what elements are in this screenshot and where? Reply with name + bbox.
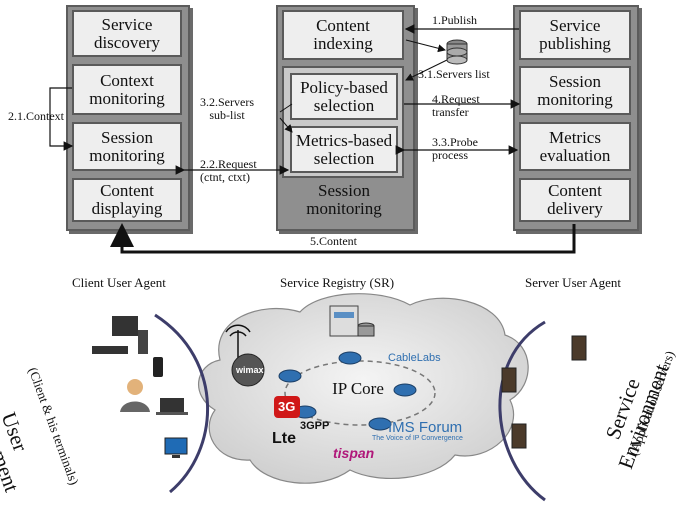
arrow-context [49, 87, 74, 151]
registry-server-icon [329, 305, 375, 337]
content-delivery-box: Content delivery [519, 178, 631, 222]
metrics-evaluation-box: Metrics evaluation [519, 122, 631, 171]
label-context: 2.1.Context [8, 109, 64, 123]
service-publishing-box: Service publishing [519, 10, 631, 60]
desktop-computer-icon [92, 316, 148, 354]
mobile-phone-icon [153, 357, 163, 377]
database-icon [446, 39, 468, 65]
monitor-icon [164, 437, 188, 458]
server-session-monitoring-box: Session monitoring [519, 66, 631, 115]
network-cloud [198, 293, 529, 484]
policy-based-selection-box: Policy-based selection [290, 73, 398, 120]
label-probe-process: 3.3.Probe process [432, 135, 478, 162]
ip-core-label: IP Core [332, 379, 384, 398]
content-displaying-box: Content displaying [72, 178, 182, 222]
label-publish: 1.Publish [432, 13, 478, 27]
cablelabs-label: CableLabs [388, 352, 441, 364]
label-request-transfer: 4.Request transfer [432, 92, 480, 119]
service-registry-label: Service Registry (SR) [280, 275, 395, 290]
service-environment-arc [498, 320, 546, 502]
arrow-sublist-a [279, 103, 293, 113]
registry-session-monitoring-label: Session monitoring [306, 181, 382, 218]
user-environment-arc [154, 313, 209, 494]
context-monitoring-box: Context monitoring [72, 64, 182, 115]
metrics-based-selection-box: Metrics-based selection [290, 126, 398, 173]
user-environment-title: User Environment [0, 383, 33, 495]
label-content: 5.Content [310, 234, 357, 248]
3gpp-label: 3GPP [300, 420, 330, 432]
arrow-sublist-b [279, 117, 293, 133]
diagram-canvas [49, 24, 587, 502]
client-user-agent-label: Client User Agent [72, 275, 166, 290]
label-request: 2.2.Request (ctnt, ctxt) [200, 157, 257, 184]
content-indexing-box: Content indexing [282, 10, 404, 60]
user-person-icon [120, 379, 150, 412]
label-servers-list: 3.1.Servers list [418, 67, 490, 81]
service-discovery-box: Service discovery [72, 10, 182, 57]
3g-badge [274, 396, 300, 418]
ims-forum-label: IMS Forum [388, 419, 463, 436]
laptop-icon [156, 398, 188, 415]
server-user-agent-label: Server User Agent [525, 275, 622, 290]
arrow-to-db [405, 39, 446, 53]
arrow-content [110, 223, 576, 254]
client-session-monitoring-box: Session monitoring [72, 122, 182, 171]
wimax-label: wimax [236, 365, 264, 375]
label-servers-sublist: 3.2.Servers sub-list [200, 95, 254, 122]
lte-label: Lte [272, 430, 296, 447]
arrow-servers-list [405, 59, 448, 81]
3g-label: 3G [278, 399, 296, 414]
ims-forum-subtitle: The Voice of IP Convergence [372, 435, 463, 442]
wimax-badge [231, 353, 265, 387]
tispan-label: tispan [333, 445, 375, 461]
application-server-icons [501, 335, 587, 449]
